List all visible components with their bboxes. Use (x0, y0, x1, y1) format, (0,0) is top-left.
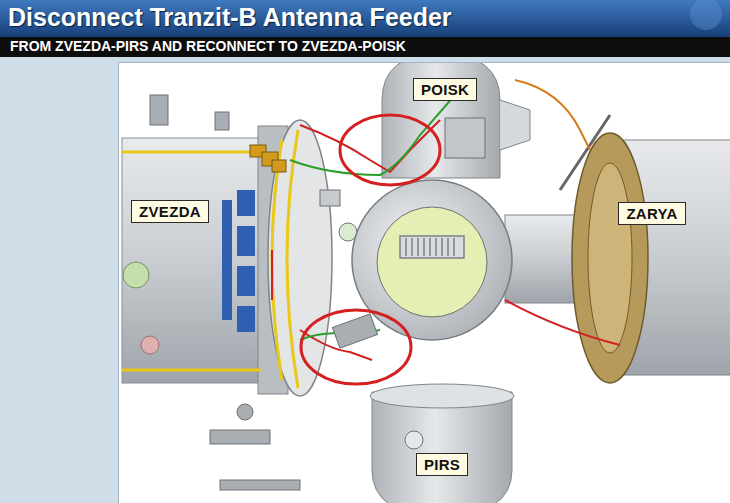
globe-watermark (690, 0, 722, 30)
connector-block (320, 190, 340, 206)
module-label: POISK (413, 78, 477, 101)
subtitle-text: FROM ZVEZDA-PIRS AND RECONNECT TO ZVEZDA… (10, 38, 406, 54)
handrails (122, 130, 298, 388)
pirs-module (372, 392, 512, 503)
pirs-ring (370, 384, 514, 408)
callout-ring (301, 310, 411, 384)
transfer-node (352, 180, 512, 340)
pirs-fitting (405, 431, 423, 449)
node-hatch (377, 207, 487, 317)
header-bar (0, 0, 730, 37)
zvezda-window (123, 262, 149, 288)
zvezda-fitting (141, 336, 159, 354)
callout-ring (340, 115, 440, 185)
zvezda-panels (222, 190, 255, 332)
module-label: PIRS (416, 453, 468, 476)
modules (122, 63, 730, 503)
module-name: PIRS (424, 456, 460, 473)
poisk-box (445, 118, 485, 158)
zvezda-module (122, 138, 262, 383)
zarya-cone (572, 133, 648, 383)
subtitle-bar (0, 37, 730, 57)
zarya-boom (560, 115, 610, 190)
zarya-hatch-ring (588, 163, 632, 353)
module-name: ZVEZDA (139, 203, 201, 220)
module-name: POISK (421, 81, 469, 98)
page-title: Disconnect Tranzit-B Antenna Feeder (8, 3, 452, 32)
module-name: ZARYA (626, 205, 677, 222)
module-label: ZARYA (618, 202, 685, 225)
node-grille (400, 236, 464, 258)
zvezda-end-ring (268, 120, 332, 396)
misc-equipment (150, 95, 378, 490)
poisk-port (500, 100, 530, 150)
antenna-boxes (250, 145, 286, 172)
module-label: ZVEZDA (131, 200, 209, 223)
